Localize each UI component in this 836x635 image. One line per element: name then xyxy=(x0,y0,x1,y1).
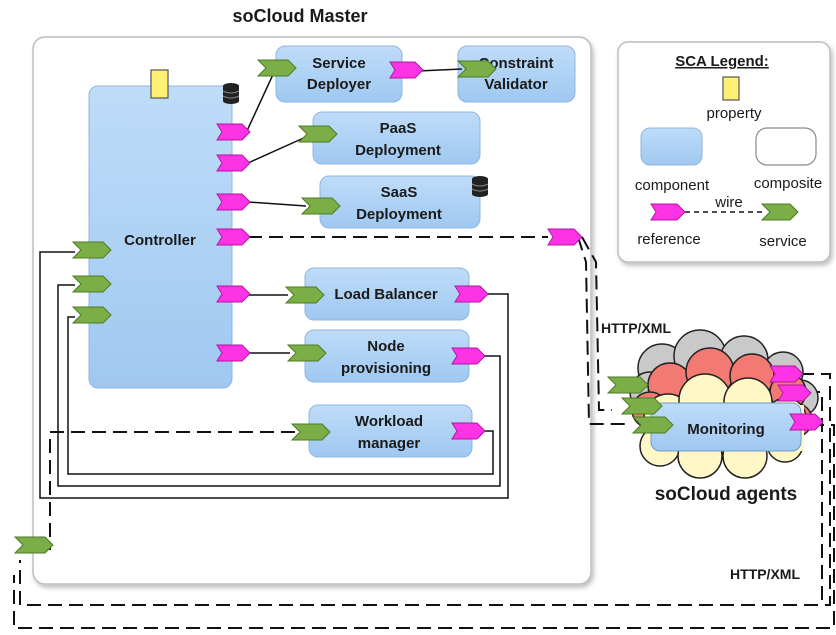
legend-property-label: property xyxy=(706,105,762,122)
reference-arrow xyxy=(216,154,251,172)
service-arrow xyxy=(606,376,649,394)
reference-arrow xyxy=(216,193,251,211)
reference-arrow xyxy=(451,347,486,365)
wires-solid xyxy=(39,67,509,499)
load-balancer-label: Load Balancer xyxy=(334,286,438,303)
wire-controller-saas xyxy=(247,201,307,207)
legend-service-swatch xyxy=(760,203,799,221)
constraint-validator-line2: Validator xyxy=(484,76,548,93)
agent-references xyxy=(769,365,824,431)
legend-property-swatch xyxy=(722,76,740,101)
reference-arrow xyxy=(216,285,251,303)
master-service xyxy=(13,536,54,554)
reference-arrow xyxy=(777,384,812,402)
service-arrow xyxy=(256,59,297,77)
saas-deployment-line2: Deployment xyxy=(356,206,442,223)
database-icon xyxy=(471,176,489,197)
reference-arrow xyxy=(789,413,824,431)
legend-title: SCA Legend: xyxy=(675,53,769,70)
wire-workload-controller xyxy=(67,316,494,475)
workload-manager-line2: manager xyxy=(358,435,421,452)
protocol-label-top: HTTP/XML xyxy=(601,320,671,336)
controller-references xyxy=(216,123,251,362)
protocol-label-bottom: HTTP/XML xyxy=(730,566,800,582)
service-arrow xyxy=(290,423,331,441)
service-arrow xyxy=(456,60,497,78)
sca-legend: SCA Legend: property component composite… xyxy=(617,41,831,263)
service-arrow xyxy=(71,241,112,259)
controller-services xyxy=(71,241,112,324)
paas-deployment-line1: PaaS xyxy=(380,120,417,137)
dashed-master-ref-to-agents-a xyxy=(577,236,630,425)
reference-arrow xyxy=(389,61,424,79)
service-arrow xyxy=(71,306,112,324)
master-reference xyxy=(547,228,583,246)
controller-property xyxy=(150,69,169,99)
service-arrow xyxy=(71,275,112,293)
legend-reference-swatch xyxy=(650,203,686,221)
legend-component-label: component xyxy=(635,177,710,194)
reference-arrow xyxy=(216,228,251,246)
dashed-workload-to-master-service xyxy=(49,431,295,550)
wire-node-controller xyxy=(57,284,501,487)
wire-deployer-validator xyxy=(417,68,463,72)
reference-arrow xyxy=(216,344,251,362)
legend-composite-swatch xyxy=(755,127,817,166)
legend-reference-label: reference xyxy=(637,231,700,248)
monitoring-label: Monitoring xyxy=(687,421,764,438)
wire-loadbalancer-controller xyxy=(39,251,509,499)
constraint-validator-component xyxy=(457,45,576,103)
master-title: soCloud Master xyxy=(232,6,367,26)
legend-composite-label: composite xyxy=(754,175,822,192)
saas-deployment-line1: SaaS xyxy=(381,184,418,201)
service-arrow xyxy=(620,397,663,415)
database-icon xyxy=(222,83,240,104)
wire-controller-service-deployer xyxy=(245,67,277,134)
component-references xyxy=(389,61,489,440)
service-arrow xyxy=(631,416,674,434)
wire-controller-paas xyxy=(247,135,309,164)
node-provisioning-line2: provisioning xyxy=(341,360,431,377)
legend-component-swatch xyxy=(640,127,703,166)
paas-deployment-line2: Deployment xyxy=(355,142,441,159)
agents-cloud: Monitoring xyxy=(606,329,824,479)
service-arrow xyxy=(297,125,338,143)
reference-arrow xyxy=(451,422,486,440)
legend-service-label: service xyxy=(759,233,807,250)
service-arrow xyxy=(286,344,327,362)
service-arrow xyxy=(284,286,325,304)
node-provisioning-line1: Node xyxy=(367,338,405,355)
agents-title: soCloud agents xyxy=(655,484,798,505)
constraint-validator-line1: Constraint xyxy=(479,55,554,72)
legend-wire-label: wire xyxy=(714,194,743,211)
dashed-agents-loop-1 xyxy=(19,373,831,606)
reference-arrow xyxy=(454,285,489,303)
reference-arrow xyxy=(216,123,251,141)
agent-services xyxy=(606,376,674,434)
service-deployer-line1: Service xyxy=(312,55,365,72)
component-services xyxy=(256,59,497,441)
workload-manager-line1: Workload xyxy=(355,413,423,430)
reference-arrow xyxy=(769,365,804,383)
controller-label: Controller xyxy=(124,232,196,249)
service-arrow xyxy=(300,197,341,215)
service-deployer-line2: Deployer xyxy=(307,76,371,93)
